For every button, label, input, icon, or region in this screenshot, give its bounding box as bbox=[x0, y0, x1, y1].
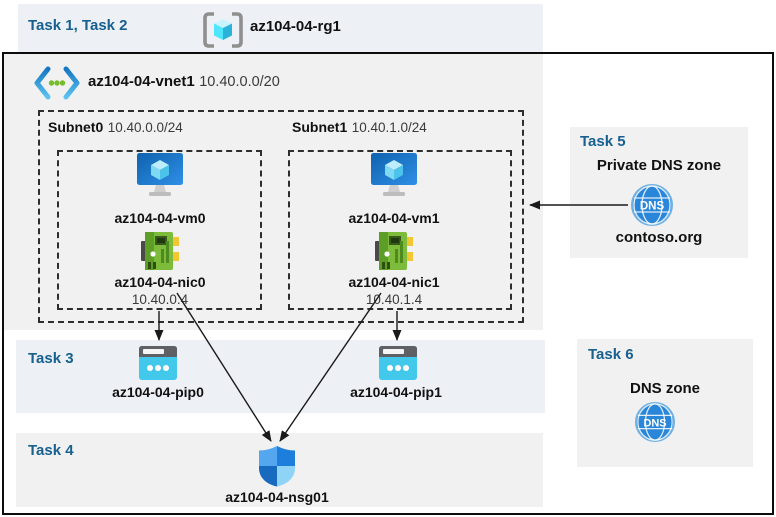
vnet-region bbox=[4, 54, 543, 330]
private-dns-icon: DNS bbox=[631, 184, 673, 226]
subnet1-name: Subnet1 bbox=[292, 119, 348, 135]
vm0-icon bbox=[137, 153, 183, 199]
nic1-icon bbox=[375, 231, 413, 271]
subnet1-box bbox=[288, 150, 512, 310]
virtual-network-icon bbox=[34, 66, 80, 100]
pip1-icon bbox=[379, 346, 417, 380]
nic0-icon bbox=[141, 231, 179, 271]
nic0-ip: 10.40.0.4 bbox=[131, 292, 189, 307]
dns-zone-icon-text: DNS bbox=[643, 417, 666, 429]
subnet0-box bbox=[57, 150, 262, 310]
tasks-1-2-label: Task 1, Task 2 bbox=[28, 17, 128, 34]
task4-label: Task 4 bbox=[28, 442, 74, 459]
main-outline-box bbox=[2, 52, 774, 515]
dns-zone-title: DNS zone bbox=[629, 380, 700, 397]
private-dns-icon-text: DNS bbox=[640, 201, 665, 213]
resource-group-name: az104-04-rg1 bbox=[250, 18, 341, 35]
vm1-name: az104-04-vm1 bbox=[348, 210, 440, 226]
pip0-icon bbox=[139, 346, 177, 380]
vnet-cidr: 10.40.0.0/20 bbox=[199, 74, 280, 90]
subnet0-cidr: 10.40.0.0/24 bbox=[107, 120, 183, 135]
task5-label: Task 5 bbox=[580, 133, 626, 150]
vm0-name: az104-04-vm0 bbox=[114, 210, 206, 226]
header-strip bbox=[18, 4, 543, 52]
subnet0-name: Subnet0 bbox=[48, 119, 104, 135]
task6-label: Task 6 bbox=[588, 346, 634, 363]
nsg-shield-icon bbox=[258, 445, 296, 487]
nic1-name: az104-04-nic1 bbox=[348, 274, 440, 290]
task3-label: Task 3 bbox=[28, 350, 74, 367]
nsg-name: az104-04-nsg01 bbox=[225, 489, 329, 505]
vnet-name: az104-04-vnet1 bbox=[88, 73, 195, 90]
private-dns-zone-name: contoso.org bbox=[615, 229, 703, 246]
nic0-name: az104-04-nic0 bbox=[114, 274, 206, 290]
private-dns-zone-title: Private DNS zone bbox=[596, 157, 722, 174]
resource-group-icon bbox=[202, 11, 244, 49]
subnet1-cidr: 10.40.1.0/24 bbox=[351, 120, 427, 135]
vm1-icon bbox=[371, 153, 417, 199]
dns-zone-icon: DNS bbox=[635, 402, 675, 442]
task6-panel bbox=[577, 339, 753, 467]
